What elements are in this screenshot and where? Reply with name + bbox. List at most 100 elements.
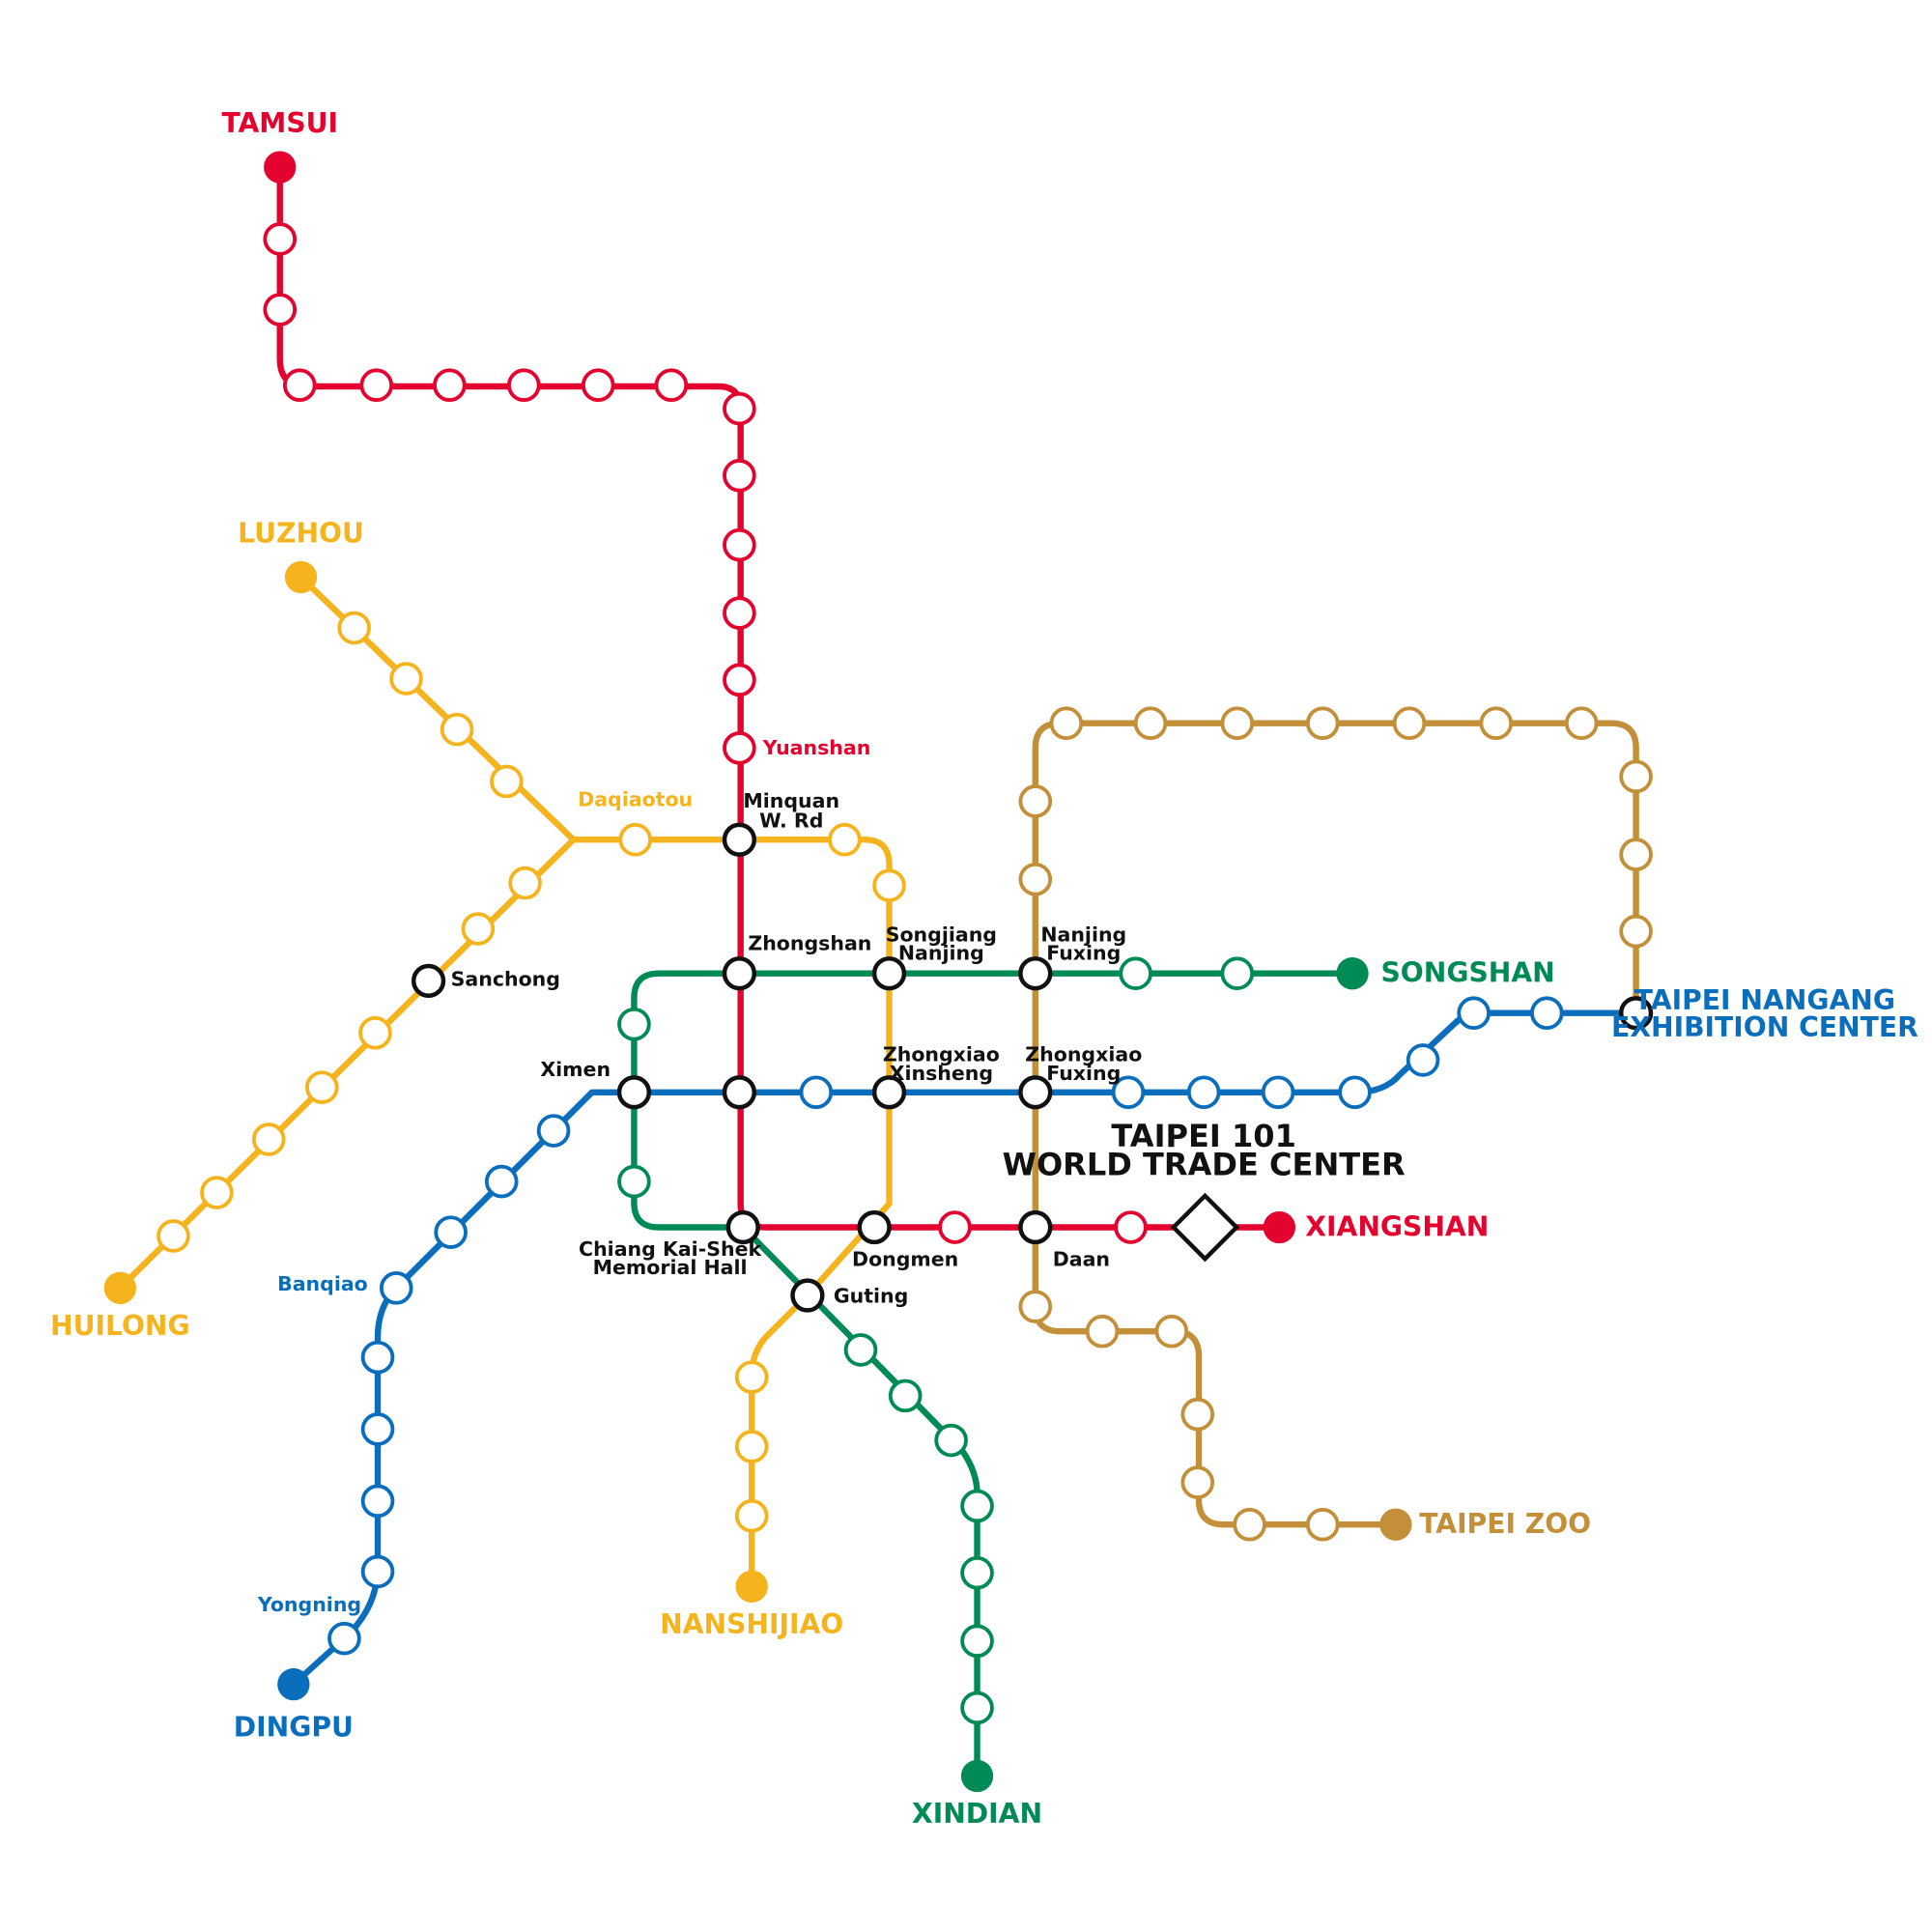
station-marker[interactable] [960,1690,994,1725]
station-marker[interactable] [723,527,756,562]
station-marker[interactable] [1619,838,1653,871]
station-marker[interactable] [618,822,652,857]
station-marker[interactable] [1305,1507,1340,1542]
station-marker[interactable] [828,822,862,857]
station-marker[interactable] [888,1378,923,1413]
station-marker[interactable] [360,1484,395,1519]
station-marker[interactable] [1457,996,1491,1031]
station-marker[interactable] [1392,706,1427,741]
station-marker[interactable] [1529,996,1564,1031]
station-marker[interactable] [1085,1314,1120,1349]
station-marker[interactable] [1220,956,1255,990]
station-marker[interactable] [723,596,756,630]
station-marker[interactable] [433,368,467,403]
transfer-zhongxiao-fuxing[interactable] [1018,1075,1053,1110]
terminal-xiangshan-dot[interactable] [1263,1210,1296,1244]
station-marker[interactable] [1564,706,1599,741]
station-marker[interactable] [1406,1043,1440,1077]
station-marker[interactable] [508,866,542,900]
transfer-ximen[interactable] [616,1075,652,1110]
transfer-cks-memorial-hall[interactable] [725,1209,760,1245]
station-marker[interactable] [1180,1465,1215,1499]
station-marker[interactable] [440,712,474,747]
station-marker[interactable] [654,368,689,403]
transfer-minquan[interactable] [722,822,757,857]
station-marker[interactable] [200,1176,234,1209]
station-marker[interactable] [1018,1290,1053,1323]
transfer-sanchong[interactable] [411,963,446,999]
station-marker[interactable] [359,368,394,403]
terminal-tamsui-dot[interactable] [264,151,297,184]
station-marker[interactable] [434,1215,468,1249]
station-marker[interactable] [360,1554,395,1589]
station-marker[interactable] [1133,706,1168,741]
transfer-dongmen[interactable] [857,1209,892,1245]
station-marker[interactable] [1619,914,1653,949]
terminal-luzhou-dot[interactable] [284,560,318,594]
station-marker[interactable] [872,868,906,902]
station-marker[interactable] [581,368,615,403]
transfer-songjiang-nanjing[interactable] [871,956,907,991]
station-marker[interactable] [1119,956,1152,990]
station-marker[interactable] [360,1412,395,1446]
transfer-taipei-main[interactable] [722,1075,757,1110]
terminal-dingpu-dot[interactable] [277,1667,310,1701]
station-marker[interactable] [1338,1075,1372,1110]
station-marker[interactable] [1305,706,1340,741]
transfer-daan[interactable] [1018,1209,1053,1245]
transfer-zhongshan[interactable] [722,956,757,991]
station-marker[interactable] [723,663,756,697]
station-marker[interactable] [960,1489,994,1523]
station-marker[interactable] [723,459,756,493]
terminal-songshan-dot[interactable] [1336,957,1369,990]
station-marker[interactable] [1018,862,1053,896]
station-marker[interactable] [1049,706,1084,741]
station-marker[interactable] [1261,1075,1295,1110]
station-marker[interactable] [734,1498,769,1533]
terminal-huilong-dot[interactable] [103,1271,137,1304]
station-marker[interactable] [960,1555,994,1590]
station-marker[interactable] [507,368,541,403]
station-marker[interactable] [617,1164,651,1199]
transfer-nanjing-fuxing[interactable] [1018,956,1053,991]
transfer-zhongxiao-xinsheng[interactable] [871,1075,907,1110]
station-marker[interactable] [938,1210,972,1244]
station-marker[interactable] [461,912,496,946]
transfer-guting[interactable] [790,1278,825,1313]
station-marker[interactable] [389,662,423,696]
station-marker[interactable] [1220,706,1255,741]
station-marker[interactable] [490,764,524,799]
station-marker[interactable] [1186,1075,1221,1110]
station-marker[interactable] [1180,1397,1215,1432]
station-marker[interactable] [1479,706,1514,741]
station-marker[interactable] [263,293,298,327]
transfer-nangang-exhibition[interactable] [1618,996,1654,1031]
station-marker[interactable] [156,1219,190,1253]
station-marker[interactable] [934,1423,968,1458]
station-marker[interactable] [327,1621,361,1656]
station-marker[interactable] [734,1360,769,1394]
station-marker[interactable] [843,1333,878,1367]
diamond-marker-icon[interactable] [1170,1192,1240,1263]
station-marker[interactable] [960,1624,994,1659]
station-marker[interactable] [358,1015,392,1050]
station-marker[interactable] [617,1007,651,1041]
station-marker[interactable] [484,1164,519,1199]
station-marker[interactable] [723,731,756,765]
station-marker[interactable] [1619,759,1653,794]
station-marker[interactable] [1114,1210,1148,1244]
station-marker[interactable] [536,1114,571,1148]
station-marker[interactable] [337,611,371,645]
station-marker[interactable] [379,1271,413,1305]
station-marker[interactable] [799,1075,834,1110]
terminal-taipei-zoo-dot[interactable] [1379,1508,1412,1541]
station-marker[interactable] [282,368,317,403]
station-marker[interactable] [263,222,298,256]
station-marker[interactable] [1111,1075,1146,1110]
terminal-xindian-dot[interactable] [960,1759,994,1793]
station-marker[interactable] [305,1070,339,1104]
station-marker[interactable] [251,1122,286,1156]
station-marker[interactable] [360,1340,395,1375]
terminal-nanshijiao-dot[interactable] [735,1570,768,1603]
station-marker[interactable] [1233,1507,1266,1542]
